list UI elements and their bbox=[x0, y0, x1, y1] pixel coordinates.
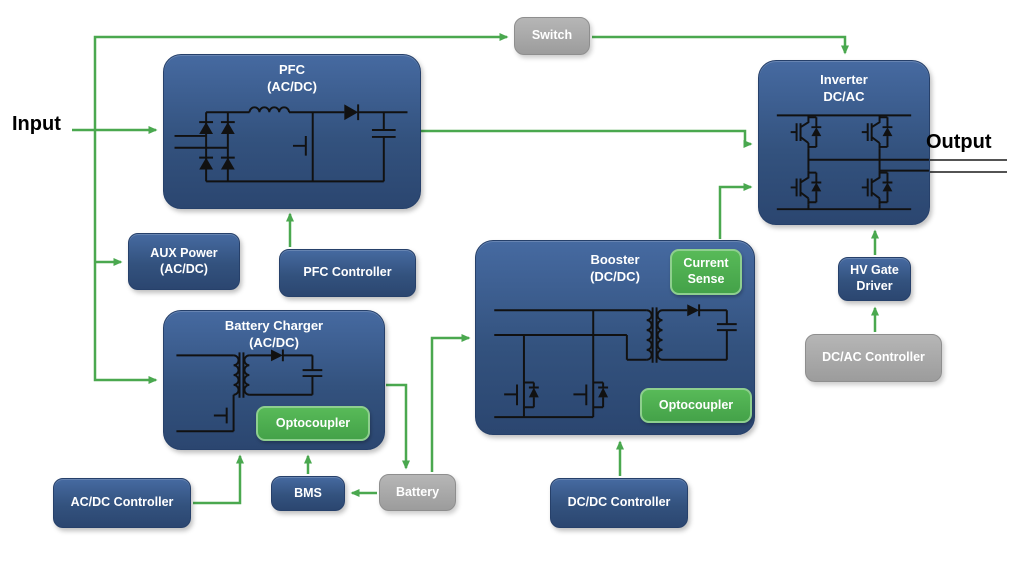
pfc-title-line1: PFC bbox=[279, 62, 305, 77]
block-switch: Switch bbox=[514, 17, 590, 55]
block-inverter: Inverter DC/AC bbox=[758, 60, 930, 225]
badge-optocoupler-charger: Optocoupler bbox=[256, 406, 370, 441]
switch-label: Switch bbox=[531, 28, 573, 43]
battery-charger-circuit-schematic bbox=[176, 349, 323, 433]
arrow-acdc-controller-to-charger bbox=[193, 454, 244, 505]
block-pfc: PFC (AC/DC) bbox=[163, 54, 421, 209]
block-pfc-controller: PFC Controller bbox=[279, 249, 416, 297]
battery-charger-title-line1: Battery Charger bbox=[224, 318, 324, 333]
block-aux-power: AUX Power (AC/DC) bbox=[128, 233, 240, 290]
battery-charger-title-line2: (AC/DC) bbox=[249, 334, 299, 350]
battery-label: Battery bbox=[395, 484, 440, 499]
hv-gate-driver-line1: HV Gate bbox=[850, 263, 899, 278]
arrow-booster-to-inverter bbox=[718, 183, 753, 239]
badge-optocoupler-booster: Optocoupler bbox=[640, 388, 752, 423]
booster-title: Booster (DC/DC) bbox=[476, 252, 754, 286]
bms-label: BMS bbox=[294, 485, 322, 500]
block-acdc-controller: AC/DC Controller bbox=[53, 478, 191, 528]
arrow-charger-to-battery bbox=[386, 383, 410, 470]
booster-title-line1: Booster bbox=[590, 252, 640, 267]
booster-circuit-schematic bbox=[494, 304, 737, 419]
block-dcac-controller: DC/AC Controller bbox=[805, 334, 942, 382]
badge-current-sense: Current Sense bbox=[670, 249, 742, 295]
dcdc-controller-label: DC/DC Controller bbox=[567, 495, 671, 510]
arrow-battery-to-booster bbox=[430, 334, 471, 472]
block-bms: BMS bbox=[271, 476, 345, 511]
battery-charger-title: Battery Charger (AC/DC) bbox=[164, 318, 384, 352]
block-dcdc-controller: DC/DC Controller bbox=[550, 478, 688, 528]
dcac-controller-label: DC/AC Controller bbox=[822, 350, 925, 365]
block-battery: Battery bbox=[379, 474, 456, 511]
pfc-circuit-schematic bbox=[174, 104, 408, 183]
pfc-title: PFC (AC/DC) bbox=[164, 62, 420, 96]
inverter-circuit-schematic bbox=[776, 114, 929, 211]
arrow-input-to-switch bbox=[93, 33, 509, 130]
hv-gate-driver-line2: Driver bbox=[856, 279, 893, 293]
current-sense-line1: Current bbox=[683, 256, 729, 271]
input-label: Input bbox=[12, 113, 61, 135]
arrow-switch-to-inverter bbox=[592, 35, 849, 55]
aux-power-title-line2: (AC/DC) bbox=[160, 261, 208, 276]
pfc-title-line2: (AC/DC) bbox=[267, 78, 317, 94]
output-label: Output bbox=[926, 131, 992, 153]
aux-power-title-line1: AUX Power bbox=[150, 245, 218, 260]
current-sense-line2: Sense bbox=[687, 272, 725, 286]
arrow-pfc-to-inverter bbox=[421, 129, 753, 148]
inverter-title-line1: Inverter bbox=[820, 72, 868, 87]
booster-title-line2: (DC/DC) bbox=[590, 268, 640, 284]
inverter-title: Inverter DC/AC bbox=[759, 72, 929, 106]
optocoupler-charger-label: Optocoupler bbox=[275, 415, 351, 430]
optocoupler-booster-label: Optocoupler bbox=[658, 397, 734, 412]
acdc-controller-label: AC/DC Controller bbox=[70, 495, 174, 510]
block-hv-gate-driver: HV Gate Driver bbox=[838, 257, 911, 301]
pfc-controller-label: PFC Controller bbox=[303, 265, 392, 280]
inverter-title-line2: DC/AC bbox=[823, 88, 865, 104]
arrow-input-to-battery-charger bbox=[93, 130, 158, 384]
